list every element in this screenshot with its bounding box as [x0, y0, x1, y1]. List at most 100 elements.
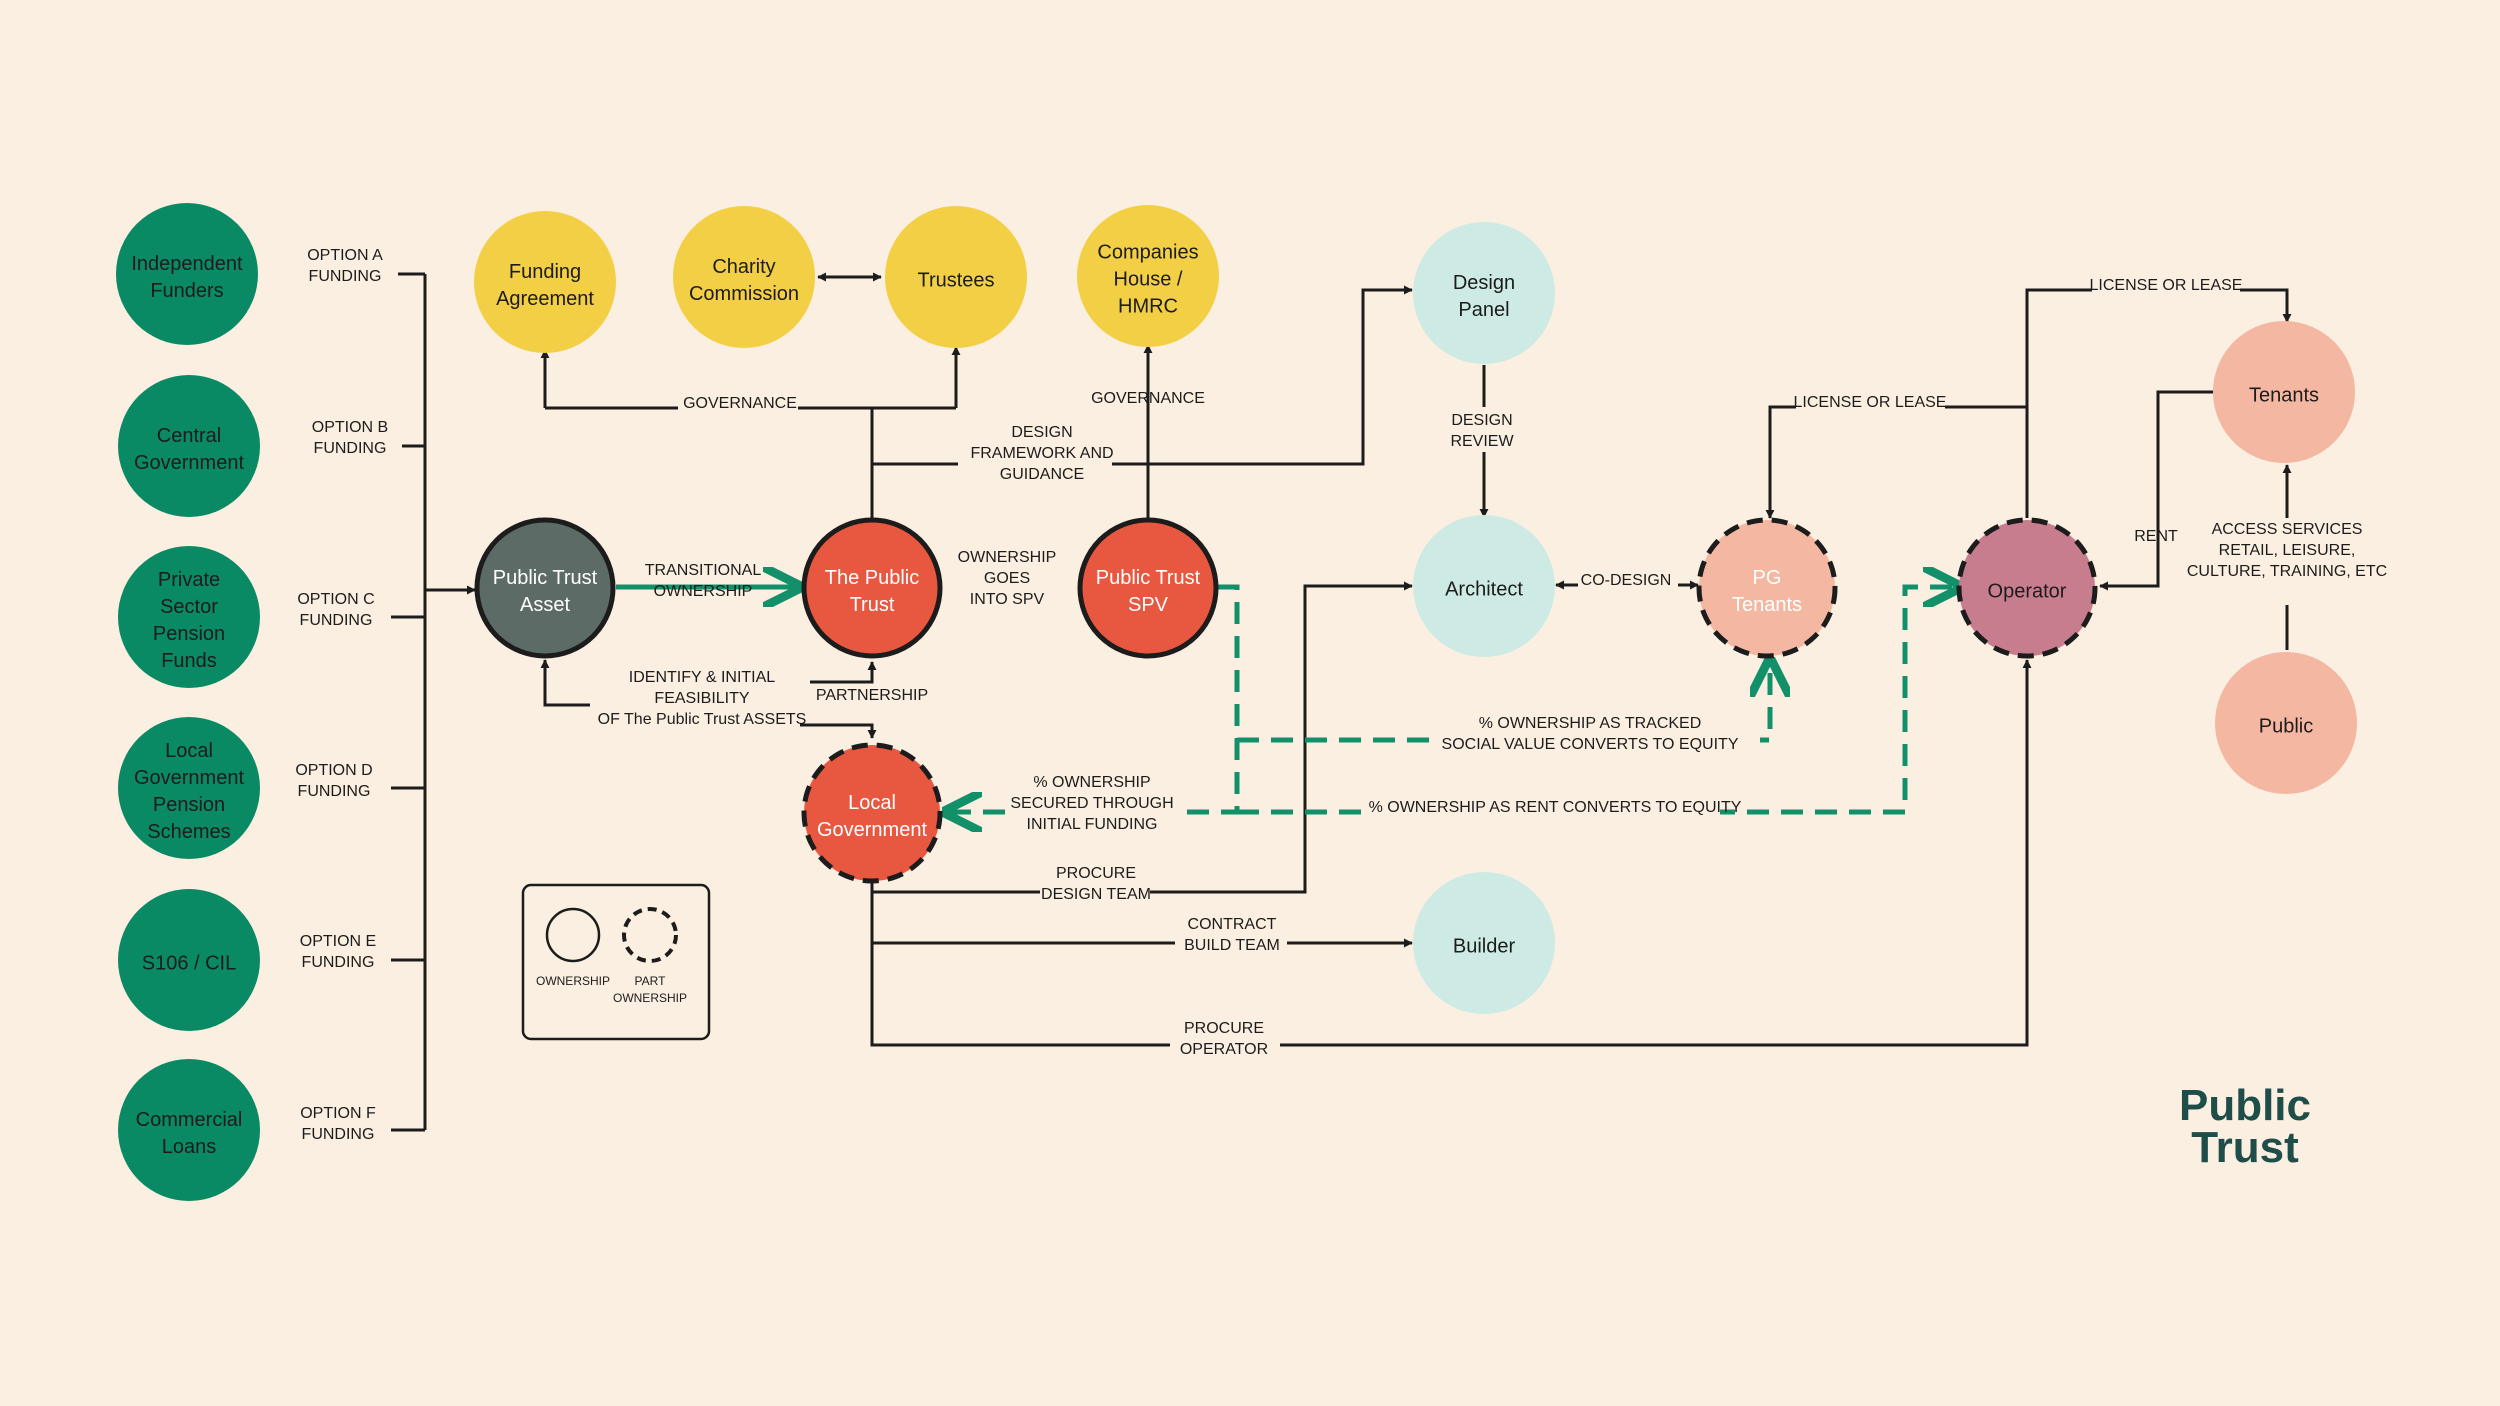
text-line: Tenants: [1732, 594, 1802, 616]
text-line: DESIGN: [1451, 412, 1512, 429]
identify-feasibility-line: [540, 659, 590, 707]
text-line: Trustees: [917, 269, 994, 291]
text-line: OPTION E: [300, 933, 376, 950]
procure-operator-label: PROCURE OPERATOR: [1180, 1020, 1268, 1058]
text-line: PROCURE: [1184, 1020, 1264, 1037]
rent-label: RENT: [2134, 528, 2178, 545]
text-line: S106 / CIL: [142, 952, 237, 974]
text-line: PART: [635, 974, 667, 988]
license-lease-tenants: [2240, 288, 2292, 323]
node-label: S106 / CIL: [142, 952, 237, 974]
operator-node[interactable]: Operator: [1956, 517, 2098, 659]
node-label: Architect: [1445, 578, 1523, 600]
trustees-node[interactable]: Trustees: [885, 206, 1027, 348]
text-line: Operator: [1988, 580, 2067, 602]
text-line: Government: [134, 767, 244, 789]
text-line: Loans: [162, 1136, 217, 1158]
text-line: INITIAL FUNDING: [1027, 816, 1158, 833]
public-node[interactable]: Public: [2215, 652, 2357, 794]
social-value-flow: [1237, 665, 1770, 743]
text-line: Asset: [520, 594, 570, 616]
s106-cil-node[interactable]: S106 / CIL: [118, 889, 260, 1031]
text-line: Local: [165, 740, 213, 762]
text-line: Public Trust: [1096, 567, 1201, 589]
text-line: The Public: [825, 567, 920, 589]
text-line: Design: [1453, 272, 1515, 294]
rent-equity-flow: [1237, 587, 1955, 815]
text-line: CO-DESIGN: [1581, 572, 1672, 589]
legend-ownership-circle: [545, 907, 601, 963]
design-framework-line-right: [1112, 285, 1413, 466]
text-line: OPERATOR: [1180, 1041, 1268, 1058]
builder-node[interactable]: Builder: [1413, 872, 1555, 1014]
text-line: OPTION C: [297, 591, 374, 608]
text-line: OPTION F: [300, 1105, 376, 1122]
text-line: GOVERNANCE: [1091, 390, 1205, 407]
rent-equity-label: % OWNERSHIP AS RENT CONVERTS TO EQUITY: [1369, 799, 1742, 816]
license-lease-pg-left: [1765, 405, 1796, 519]
text-line: Sector: [160, 596, 218, 618]
text-line: Public Trust: [493, 567, 598, 589]
text-line: OWNERSHIP: [654, 583, 753, 600]
text-line: OPTION D: [295, 762, 372, 779]
architect-node[interactable]: Architect: [1413, 515, 1555, 657]
text-line: % OWNERSHIP: [1033, 774, 1150, 791]
text-line: Government: [134, 452, 244, 474]
text-line: Pension: [153, 623, 225, 645]
text-line: Pension: [153, 794, 225, 816]
tenants-node[interactable]: Tenants: [2213, 321, 2355, 463]
text-line: Local: [848, 792, 896, 814]
text-line: OF The Public Trust ASSETS: [598, 711, 807, 728]
operator-stem: [2025, 288, 2092, 518]
text-line: LICENSE OR LEASE: [2090, 277, 2243, 294]
text-line: Funds: [161, 650, 217, 672]
text-line: DESIGN TEAM: [1041, 886, 1151, 903]
text-line: RENT: [2134, 528, 2178, 545]
co-design-label: CO-DESIGN: [1581, 572, 1672, 589]
governance-label-right: GOVERNANCE: [1091, 390, 1205, 407]
text-line: Funders: [150, 280, 223, 302]
text-line: DESIGN: [1011, 424, 1072, 441]
text-line: Independent: [131, 253, 243, 275]
text-line: GOVERNANCE: [683, 395, 797, 412]
text-line: OPTION A: [307, 247, 383, 264]
text-line: SPV: [1128, 594, 1169, 616]
partnership-arrow-up: [810, 661, 877, 684]
legend-part-ownership-circle: [622, 907, 678, 963]
text-line: GOES: [984, 570, 1030, 587]
